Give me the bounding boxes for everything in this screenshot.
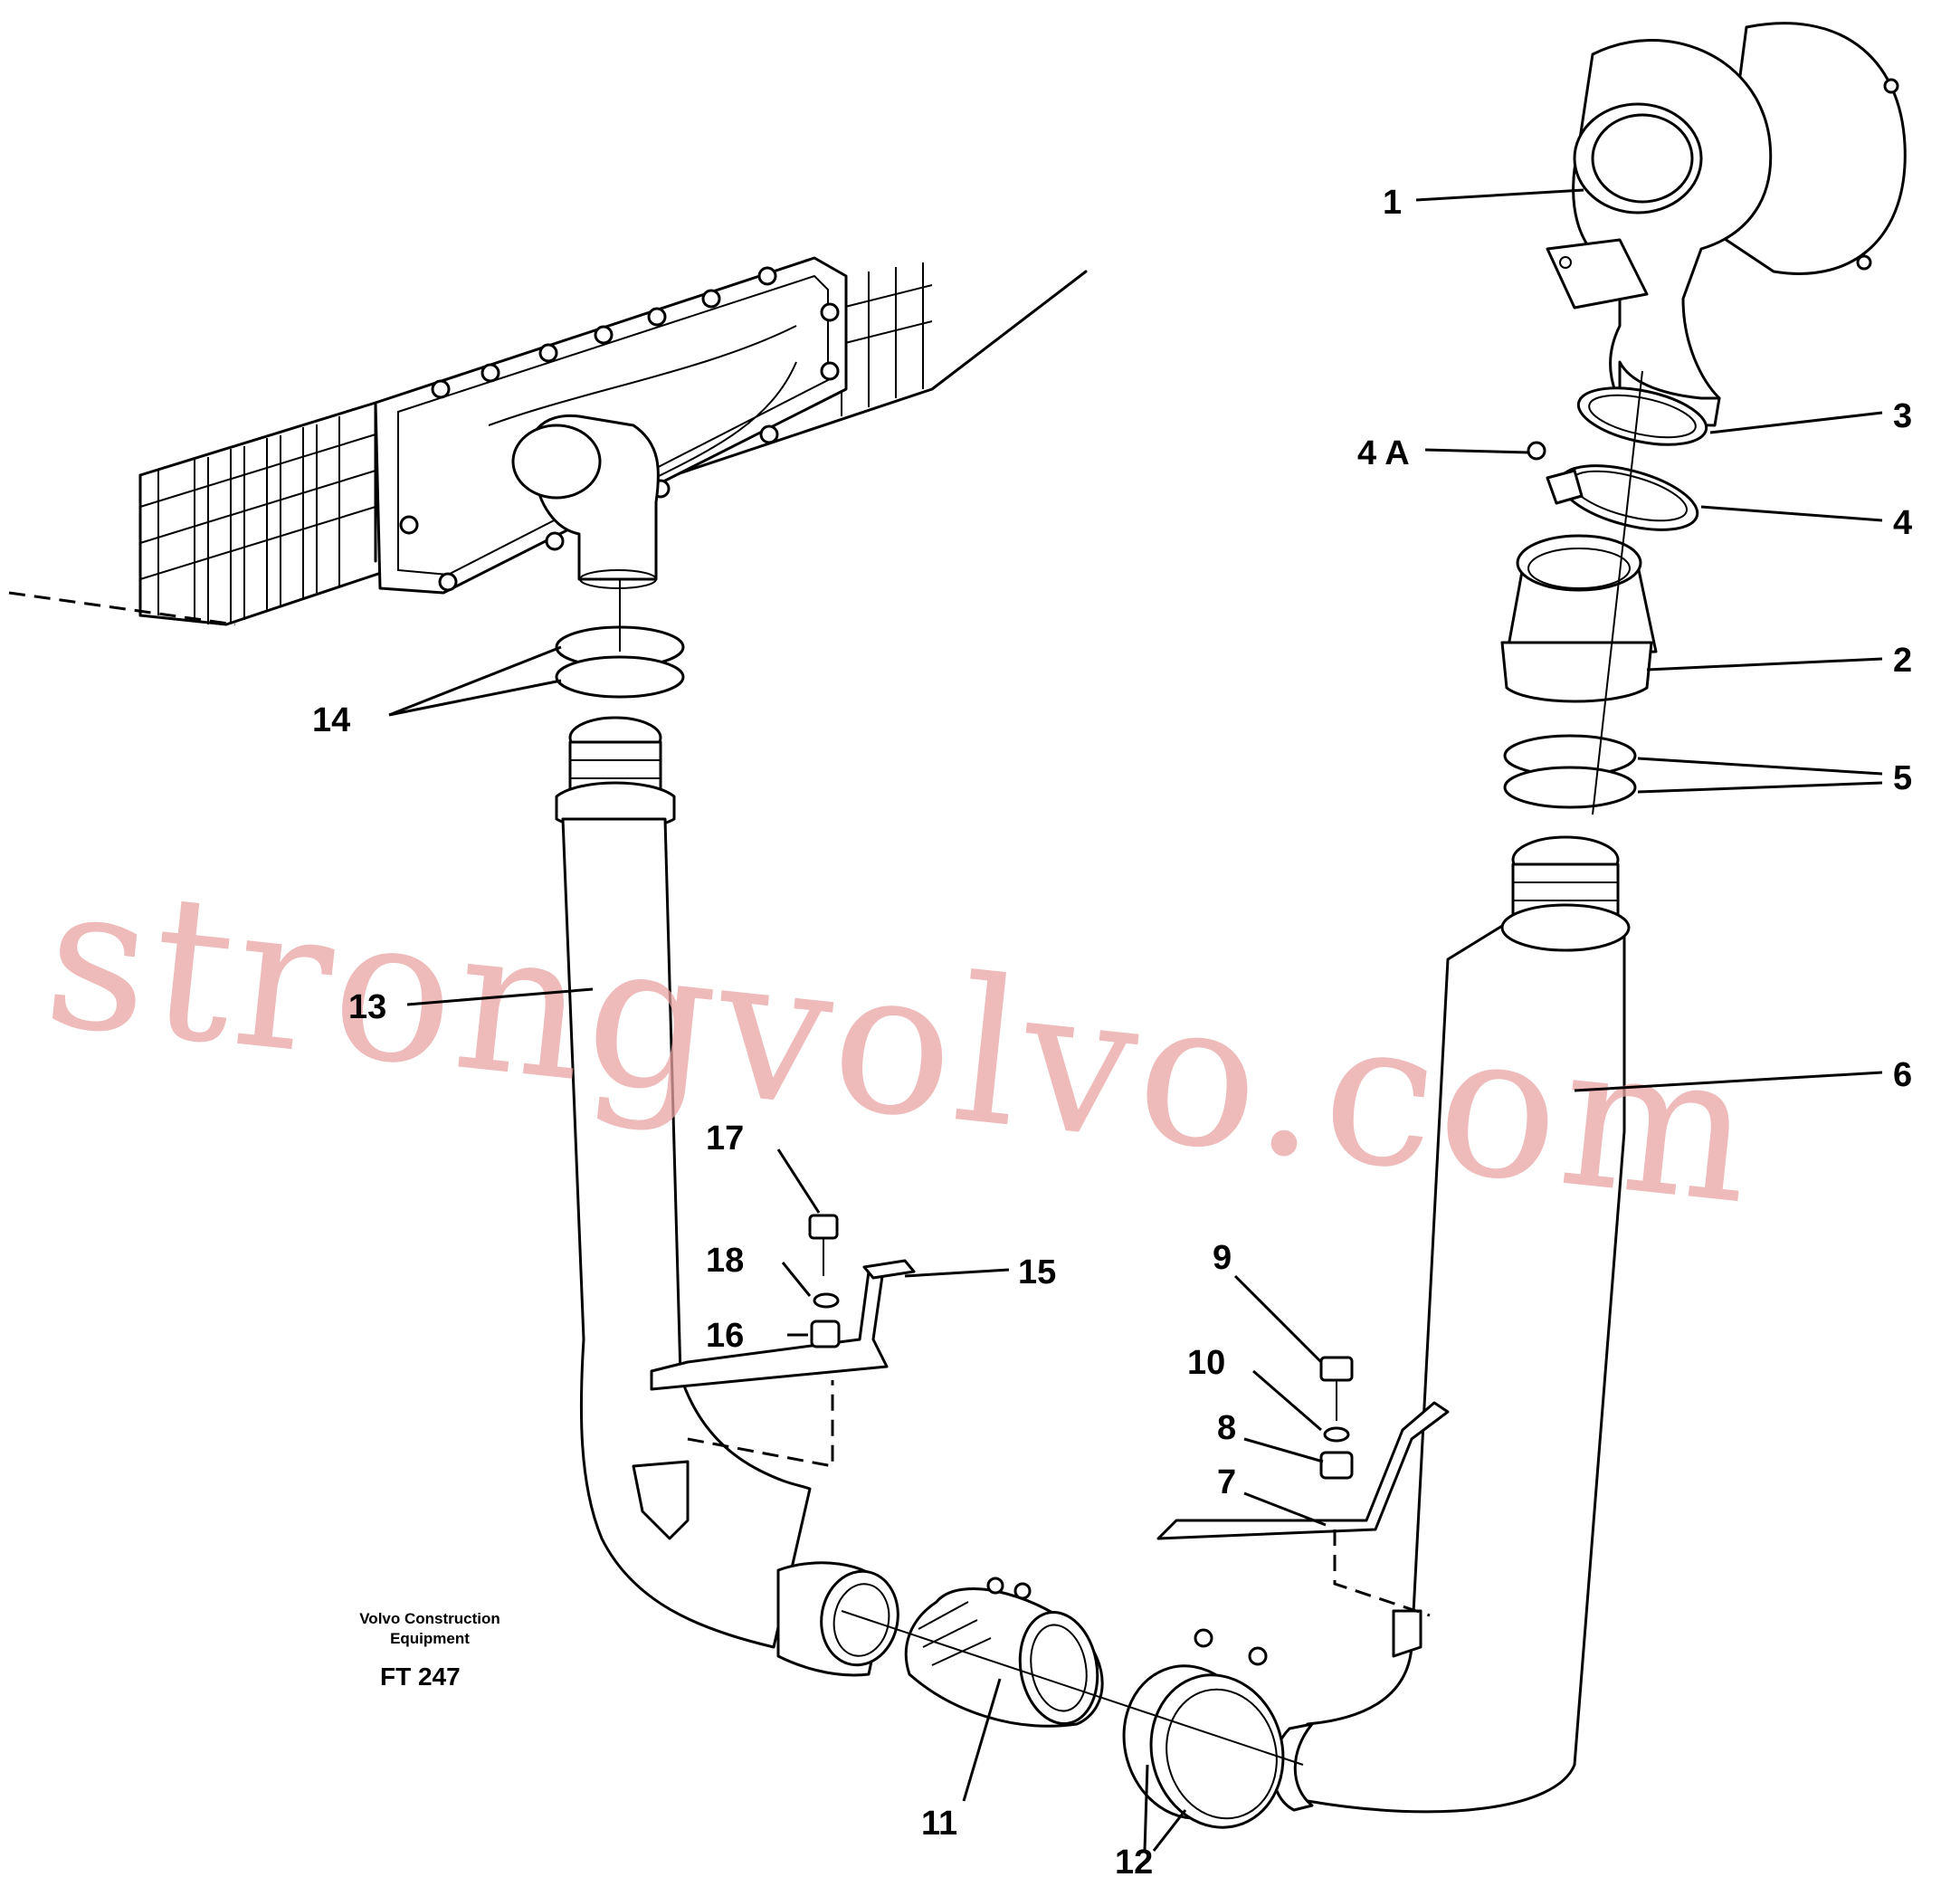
label-part-15: 15 bbox=[1018, 1253, 1056, 1291]
label-part-9: 9 bbox=[1213, 1239, 1232, 1277]
label-part-10: 10 bbox=[1187, 1344, 1225, 1382]
caption-figure-code: FT 247 bbox=[380, 1663, 461, 1691]
leader-lines bbox=[388, 188, 1883, 1852]
coupling-parts bbox=[841, 1577, 1304, 1829]
figure-caption: Volvo Construction Equipment FT 247 bbox=[359, 1610, 500, 1691]
part-labels: 1 3 4 A 4 2 5 6 14 13 17 18 15 16 9 10 8… bbox=[312, 184, 1912, 1877]
turbocharger-illustration bbox=[1546, 22, 1907, 427]
caption-company-line2: Equipment bbox=[390, 1630, 470, 1647]
label-part-18: 18 bbox=[706, 1242, 744, 1280]
label-part-8: 8 bbox=[1217, 1409, 1236, 1447]
label-part-7: 7 bbox=[1217, 1463, 1236, 1501]
pipe-6-illustration bbox=[1271, 835, 1631, 1814]
label-part-12: 12 bbox=[1115, 1844, 1153, 1877]
label-part-16: 16 bbox=[706, 1317, 744, 1355]
label-part-2: 2 bbox=[1893, 642, 1912, 680]
label-part-11: 11 bbox=[921, 1805, 957, 1843]
label-part-1: 1 bbox=[1383, 184, 1402, 222]
watermark-text: strongvolvo.com bbox=[36, 839, 1766, 1249]
pipe-13-illustration bbox=[555, 579, 899, 1677]
label-part-4a: 4 A bbox=[1357, 434, 1410, 472]
label-part-6: 6 bbox=[1893, 1056, 1912, 1094]
label-part-14: 14 bbox=[312, 701, 350, 739]
label-part-17: 17 bbox=[706, 1120, 744, 1158]
label-part-13: 13 bbox=[348, 988, 386, 1026]
caption-company-line1: Volvo Construction bbox=[359, 1610, 500, 1627]
label-part-5: 5 bbox=[1893, 759, 1912, 797]
turbo-outlet-parts bbox=[1500, 370, 1708, 815]
brackets-and-fasteners bbox=[650, 1214, 1450, 1617]
label-part-4: 4 bbox=[1893, 504, 1912, 542]
engine-block-illustration bbox=[8, 256, 1088, 626]
label-part-3: 3 bbox=[1893, 397, 1912, 435]
